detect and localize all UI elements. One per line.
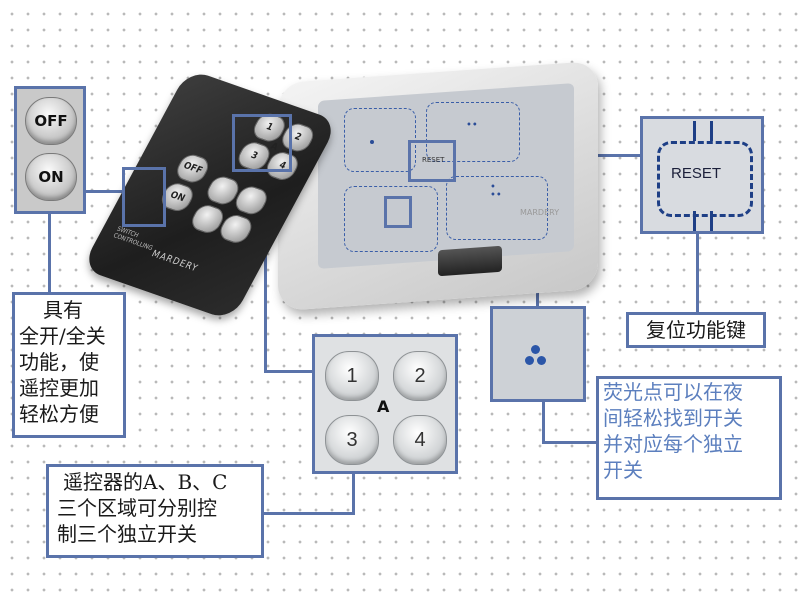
zoom-zone-label: A xyxy=(377,397,390,416)
onoff-desc-line: 全开/全关 xyxy=(19,324,106,348)
switch-zone-1 xyxy=(344,108,416,172)
panel-brand: MARDERY xyxy=(520,208,560,217)
zoom-key-1: 1 xyxy=(325,351,379,401)
keypad-desc-line: 三个区域可分别控 xyxy=(57,496,217,520)
onoff-desc-line: 轻松方便 xyxy=(19,402,99,426)
zoom-key-2: 2 xyxy=(393,351,447,401)
keypad-zoom-frame: 1 2 3 4 A xyxy=(312,334,458,474)
fluor-desc-line: 荧光点可以在夜 xyxy=(603,380,743,404)
onoff-desc-line: 遥控更加 xyxy=(19,376,99,400)
connector-line xyxy=(542,400,545,442)
switch-zone-2 xyxy=(426,102,520,162)
reset-zoom-label: RESET xyxy=(671,165,722,182)
fluor-highlight-box xyxy=(384,196,412,228)
fluor-desc-box: 荧光点可以在夜 间轻松找到开关 并对应每个独立 开关 xyxy=(596,376,782,500)
fluor-dot-icon xyxy=(370,140,374,144)
connector-line xyxy=(352,472,355,514)
zoom-key-3: 3 xyxy=(325,415,379,465)
fluor-dot-icon xyxy=(531,345,540,354)
connector-line xyxy=(264,370,314,373)
fluor-zoom-frame xyxy=(490,306,586,402)
remote-keypad-highlight-box xyxy=(232,114,292,172)
fluor-dots-icon: •• xyxy=(466,120,478,131)
keypad-desc-line: 制三个独立开关 xyxy=(57,522,197,546)
fluor-dots-icon: ••• xyxy=(490,182,502,201)
fluor-dot-icon xyxy=(525,356,534,365)
zoom-key-4: 4 xyxy=(393,415,447,465)
keypad-desc-box: 遥控器的A、B、C 三个区域可分别控 制三个独立开关 xyxy=(46,464,264,558)
reset-zoom-tick-top xyxy=(693,121,713,141)
remote-onoff-highlight-box xyxy=(122,167,166,227)
reset-highlight-box xyxy=(408,140,456,182)
reset-zoom-tick-bottom xyxy=(693,211,713,231)
fluor-desc-line: 间轻松找到开关 xyxy=(603,406,743,430)
onoff-desc-line: 功能，使 xyxy=(19,350,99,374)
remote-off-button[interactable]: OFF xyxy=(172,151,213,186)
reset-zoom-frame: RESET xyxy=(640,116,764,234)
reset-desc-text: 复位功能键 xyxy=(646,318,746,342)
onoff-desc-box: 具有 全开/全关 功能，使 遥控更加 轻松方便 xyxy=(12,292,126,438)
panel-bottom-tab xyxy=(438,245,502,277)
reset-zoom-dashed-outline xyxy=(657,141,753,217)
remote-sub-label: SWITCH CONTROLLING xyxy=(111,225,155,253)
keypad-desc-line: 遥控器的A、B、C xyxy=(63,470,228,494)
onoff-zoom-frame: OFF ON xyxy=(14,86,86,214)
connector-line xyxy=(84,190,124,193)
fluor-desc-line: 并对应每个独立 xyxy=(603,432,743,456)
zoom-on-button: ON xyxy=(25,153,77,201)
reset-desc-box: 复位功能键 xyxy=(626,312,766,348)
connector-line xyxy=(264,172,267,372)
connector-line xyxy=(48,214,51,292)
panel-reset-label: RESET xyxy=(422,156,445,164)
connector-line xyxy=(696,232,699,314)
connector-line xyxy=(542,441,598,444)
fluor-dot-icon xyxy=(537,356,546,365)
zoom-off-button: OFF xyxy=(25,97,77,145)
switch-zone-4 xyxy=(446,176,548,240)
onoff-desc-line: 具有 xyxy=(43,298,83,322)
connector-line xyxy=(262,512,355,515)
switch-zone-3 xyxy=(344,186,438,252)
fluor-desc-line: 开关 xyxy=(603,458,643,482)
